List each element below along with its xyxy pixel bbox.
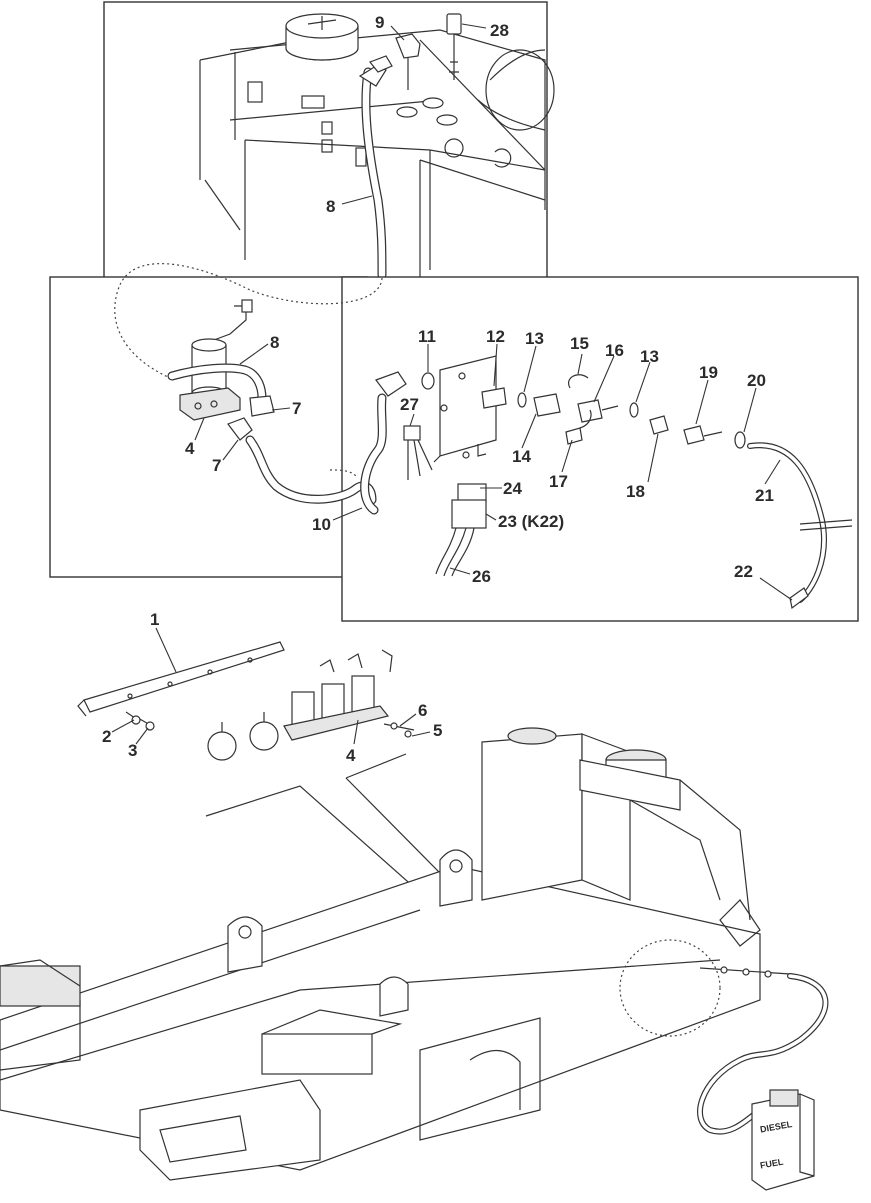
callout-22: 22 bbox=[734, 562, 753, 581]
callout-3: 3 bbox=[128, 741, 137, 760]
callout-19: 19 bbox=[699, 363, 718, 382]
fittings-detail bbox=[360, 355, 853, 610]
tank-top-detail bbox=[199, 13, 555, 280]
callout-4: 4 bbox=[185, 439, 195, 458]
callout-13: 13 bbox=[640, 347, 659, 366]
machine-chassis bbox=[0, 727, 829, 1181]
callout-7: 7 bbox=[212, 456, 221, 475]
frame-rail-1 bbox=[77, 641, 285, 731]
callout-4: 4 bbox=[346, 746, 356, 765]
callout-21: 21 bbox=[755, 486, 774, 505]
callout-8: 8 bbox=[326, 197, 335, 216]
callout-20: 20 bbox=[747, 371, 766, 390]
can-label-bottom: FUEL bbox=[759, 1157, 784, 1171]
callout-27: 27 bbox=[400, 395, 419, 414]
detail-frame-pump bbox=[49, 276, 368, 578]
fuel-can: DIESEL FUEL bbox=[751, 1089, 815, 1191]
callout-17: 17 bbox=[549, 472, 568, 491]
callout-9: 9 bbox=[375, 13, 384, 32]
callout-12: 12 bbox=[486, 327, 505, 346]
callout-2: 2 bbox=[102, 727, 111, 746]
callout-14: 14 bbox=[512, 447, 531, 466]
callout-5: 5 bbox=[433, 721, 442, 740]
pump-group-assembly bbox=[207, 649, 415, 761]
callout-26: 26 bbox=[472, 567, 491, 586]
callout-10: 10 bbox=[312, 515, 331, 534]
callout-23: 23 (K22) bbox=[498, 512, 564, 531]
callout-11: 11 bbox=[418, 327, 436, 346]
callout-13: 13 bbox=[525, 329, 544, 348]
callout-18: 18 bbox=[626, 482, 645, 501]
callout-1: 1 bbox=[150, 610, 159, 629]
callout-6: 6 bbox=[418, 701, 427, 720]
callout-7: 7 bbox=[292, 399, 301, 418]
callout-15: 15 bbox=[570, 334, 589, 353]
callout-labels: 9 28 8 8 7 7 4 10 11 12 13 15 16 13 19 2… bbox=[102, 13, 774, 765]
leader-lines bbox=[111, 23, 793, 745]
callout-28: 28 bbox=[490, 21, 509, 40]
callout-8: 8 bbox=[270, 333, 279, 352]
callout-24: 24 bbox=[503, 479, 522, 498]
hose-continuation-dash bbox=[114, 263, 383, 379]
callout-16: 16 bbox=[605, 341, 624, 360]
